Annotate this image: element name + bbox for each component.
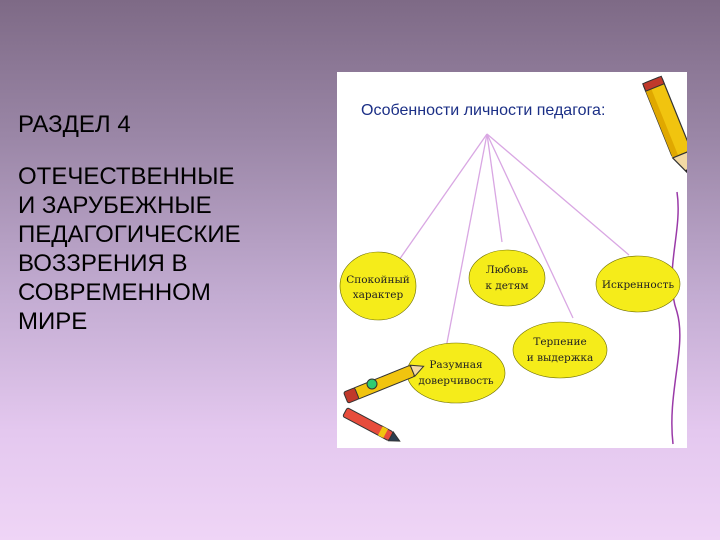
diagram-canvas: Особенности личности педагога: Спокойный… — [339, 75, 687, 445]
connector-trust — [445, 133, 488, 349]
node-trust-line1: Разумная — [429, 359, 483, 371]
connector-calm — [398, 133, 488, 261]
slide-text-block: РАЗДЕЛ 4 ОТЕЧЕСТВЕННЫЕ И ЗАРУБЕЖНЫЕ ПЕДА… — [18, 110, 328, 336]
section-body: ОТЕЧЕСТВЕННЫЕ И ЗАРУБЕЖНЫЕ ПЕДАГОГИЧЕСКИ… — [18, 163, 241, 335]
section-title: РАЗДЕЛ 4 — [18, 111, 131, 138]
pencil-icon — [642, 75, 687, 178]
node-patience-line2: и выдержка — [527, 352, 594, 364]
decorative-line — [671, 191, 681, 445]
node-love — [468, 249, 546, 307]
node-patience — [512, 321, 608, 379]
node-patience-line1: Терпение — [533, 336, 586, 348]
diagram-header: Особенности личности педагога: — [361, 102, 605, 119]
node-calm — [339, 251, 417, 321]
node-trust — [406, 342, 506, 404]
node-calm-line1: Спокойный — [346, 274, 410, 286]
node-sincerity — [595, 255, 681, 313]
diagram-connectors — [398, 133, 630, 349]
node-love-line2: к детям — [485, 280, 528, 292]
connector-patience — [486, 133, 574, 319]
node-trust-line2: доверчивость — [418, 375, 493, 387]
node-sincerity-line1: Искренность — [602, 279, 675, 291]
connector-love — [486, 133, 503, 243]
pens-icon — [342, 364, 425, 442]
node-love-line1: Любовь — [486, 264, 528, 276]
node-calm-line2: характер — [353, 289, 404, 301]
connector-sincerity — [486, 133, 630, 256]
diagram-picture: Особенности личности педагога: Спокойный… — [337, 72, 687, 448]
diagram-nodes — [339, 249, 681, 404]
